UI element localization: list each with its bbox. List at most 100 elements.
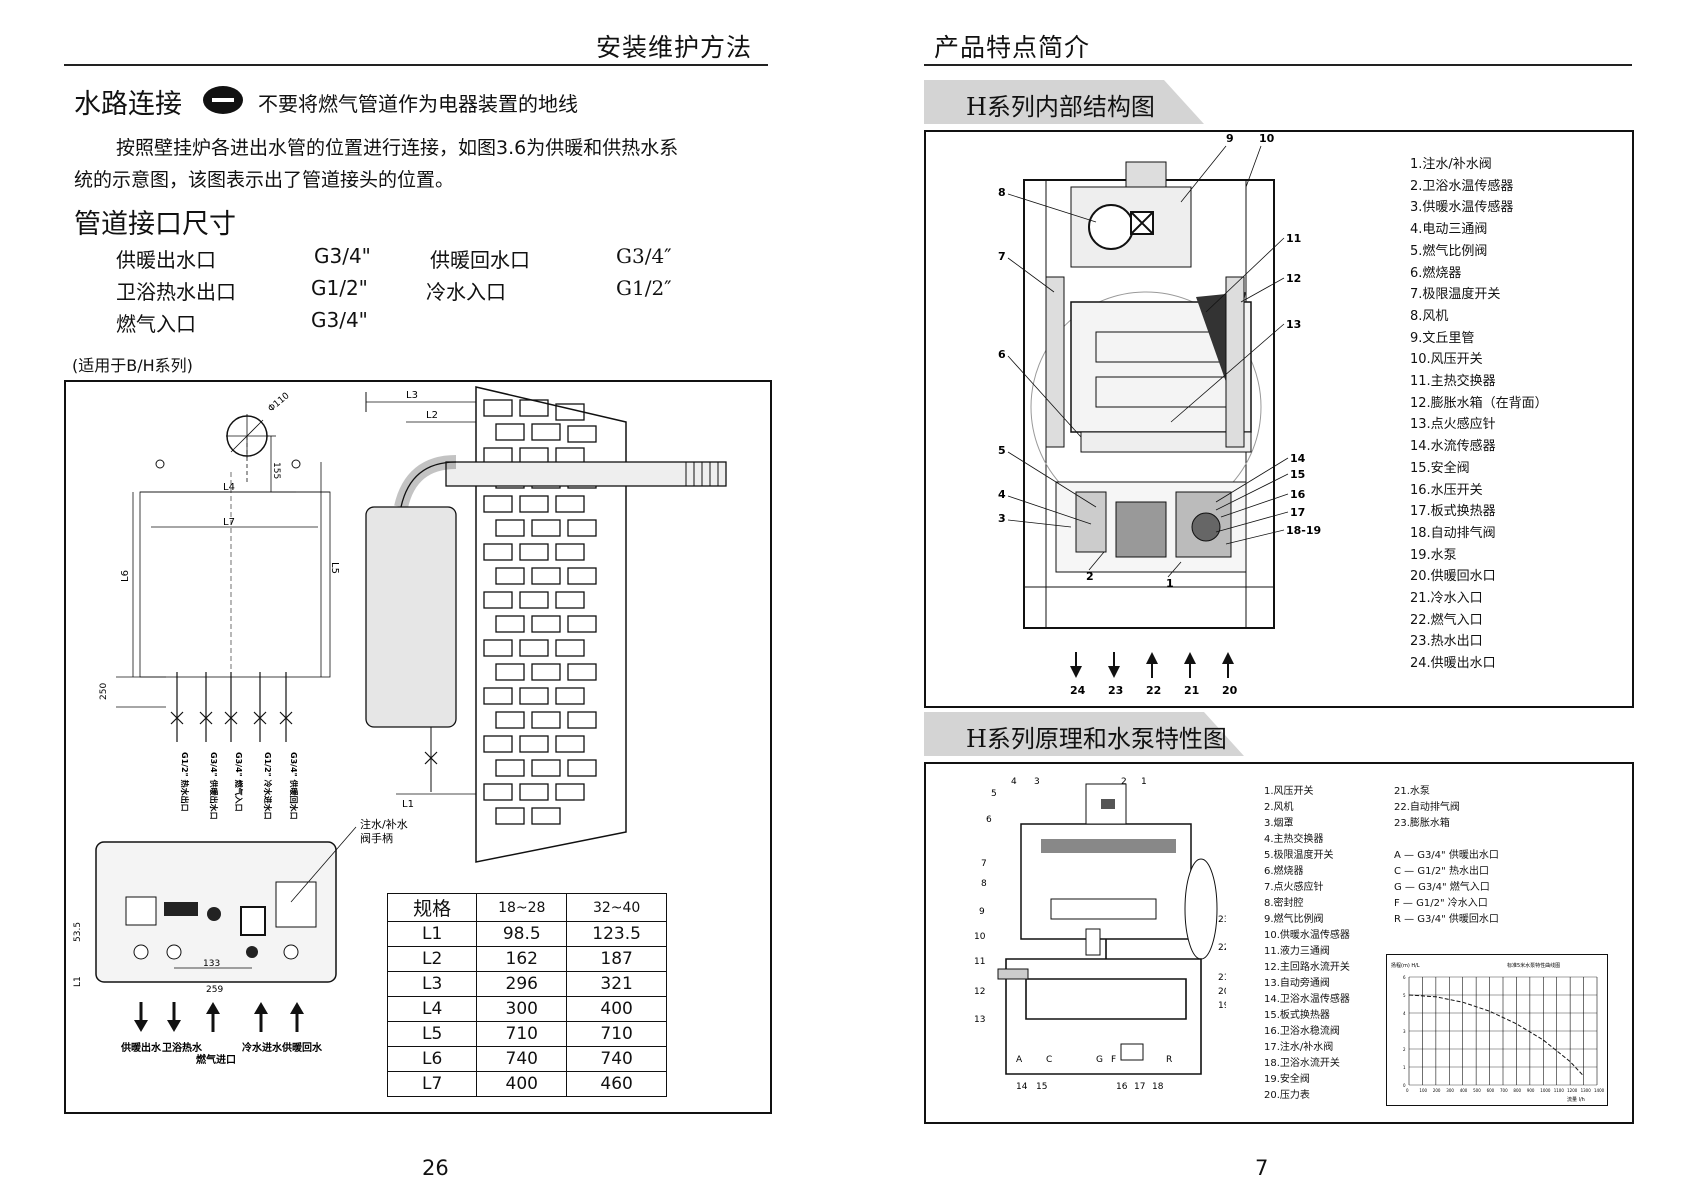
- pipe-size: G3/4": [314, 244, 371, 268]
- structure-title: H系列内部结构图: [966, 93, 1155, 121]
- table-cell: 300: [476, 996, 568, 1022]
- callout-5: 5: [998, 444, 1006, 457]
- p-callout-6: 6: [986, 815, 992, 825]
- legend-item: 5.极限温度开关: [1264, 850, 1334, 861]
- table-cell: 123.5: [566, 921, 667, 947]
- x-tick-label: 800: [1513, 1088, 1521, 1093]
- p-port-G: G: [1096, 1055, 1103, 1065]
- legend-item: 22.自动排气阀: [1394, 802, 1460, 813]
- p-callout-4: 4: [1011, 777, 1017, 787]
- table-cell: 98.5: [476, 921, 568, 947]
- x-tick-label: 100: [1419, 1088, 1427, 1093]
- label-L1-bottom: L1: [73, 976, 83, 987]
- table-cell: 162: [476, 946, 568, 972]
- table-cell: 740: [566, 1046, 667, 1072]
- legend-item: 3.供暖水温传感器: [1410, 200, 1514, 216]
- p-callout-2: 2: [1121, 777, 1127, 787]
- x-tick-label: 1100: [1554, 1088, 1565, 1093]
- legend-item: 12.主回路水流开关: [1264, 962, 1350, 973]
- y-tick-label: 2: [1403, 1047, 1406, 1052]
- principle-drawing: 5 4 3 2 1 6 7 8 9 10 11 12 13 23 22 21 2…: [974, 777, 1226, 1092]
- legend-item: 1.注水/补水阀: [1410, 157, 1492, 172]
- structure-diagram-box: 9 10 8 11 12 7 13 6 5 4 3 14 15 16 17 18…: [924, 130, 1634, 708]
- structure-drawing: 9 10 8 11 12 7 13 6 5 4 3 14 15 16 17 18…: [998, 132, 1321, 697]
- brick-wall: [475, 386, 627, 863]
- p-callout-10: 10: [974, 932, 986, 942]
- label-L4: L4: [223, 482, 235, 493]
- port-item: F — G1/2" 冷水入口: [1394, 898, 1488, 909]
- legend-item: 24.供暖出水口: [1410, 656, 1496, 672]
- y-tick-label: 3: [1403, 1029, 1406, 1034]
- legend-item: 6.燃烧器: [1410, 265, 1462, 281]
- arrow-label-20: 20: [1222, 684, 1238, 697]
- x-tick-label: 1200: [1567, 1088, 1578, 1093]
- legend-item: 8.风机: [1410, 308, 1449, 324]
- pipe-size: G3/4″: [616, 244, 672, 268]
- p-port-R: R: [1166, 1055, 1172, 1065]
- legend-item: 12.膨胀水箱（在背面）: [1410, 395, 1548, 411]
- vertical-label-5: G3/4" 供暖回水口: [289, 752, 299, 820]
- section-title: 水路连接: [74, 89, 182, 120]
- callout-16: 16: [1290, 488, 1306, 501]
- label-L7: L7: [223, 517, 235, 528]
- principle-title: H系列原理和水泵特性图: [966, 725, 1227, 753]
- bottom-label-5: 供暖回水: [281, 1041, 323, 1054]
- dim-250: 250: [99, 683, 109, 700]
- legend-item: 17.板式换热器: [1410, 504, 1496, 520]
- label-L6: L6: [120, 570, 131, 582]
- left-page-header: 安装维护方法: [596, 33, 753, 62]
- installation-diagram: Φ110 155 L6 L5 L4 L7 250: [64, 380, 772, 1114]
- port-item: R — G3/4" 供暖回水口: [1394, 914, 1499, 925]
- legend-item: 19.安全阀: [1264, 1074, 1310, 1085]
- table-header-cell: 18~28: [476, 893, 568, 922]
- structure-legend: 1.注水/补水阀 2.卫浴水温传感器 3.供暖水温传感器 4.电动三通阀 5.燃…: [1410, 154, 1548, 675]
- table-header-cell: 32~40: [566, 893, 667, 922]
- table-cell: 710: [476, 1021, 568, 1047]
- x-tick-label: 400: [1460, 1088, 1468, 1093]
- legend-item: 22.燃气入口: [1410, 612, 1483, 628]
- right-page-header: 产品特点简介: [934, 33, 1091, 62]
- y-tick-label: 1: [1403, 1065, 1406, 1070]
- y-tick-label: 6: [1403, 975, 1406, 980]
- port-item: C — G1/2" 热水出口: [1394, 866, 1489, 877]
- right-header-rule: [924, 64, 1632, 66]
- legend-item: 10.供暖水温传感器: [1264, 930, 1350, 941]
- legend-item: 5.燃气比例阀: [1410, 243, 1488, 259]
- legend-item: 16.卫浴水稳流阀: [1264, 1026, 1340, 1037]
- arrow-label-24: 24: [1070, 684, 1086, 697]
- table-cell: 187: [566, 946, 667, 972]
- table-cell: 400: [476, 1071, 568, 1097]
- table-cell: L2: [386, 946, 478, 972]
- diameter-label: Φ110: [267, 391, 292, 414]
- installation-drawing: Φ110 155 L6 L5 L4 L7 250: [73, 386, 727, 1066]
- legend-item: 15.安全阀: [1410, 460, 1470, 476]
- table-cell: 710: [566, 1021, 667, 1047]
- p-callout-20: 20: [1218, 987, 1226, 997]
- table-cell: L1: [386, 921, 478, 947]
- vertical-label-4: G1/2" 冷水进水口: [263, 752, 273, 820]
- structure-title-tab: H系列内部结构图: [924, 80, 1204, 124]
- legend-item: 11.液力三通阀: [1264, 946, 1330, 957]
- legend-item: 16.水压开关: [1410, 482, 1483, 498]
- callout-8: 8: [998, 186, 1006, 199]
- p-callout-19: 19: [1218, 1001, 1226, 1011]
- p-callout-12: 12: [974, 987, 985, 997]
- legend-item: 9.燃气比例阀: [1264, 914, 1324, 925]
- legend-item: 7.极限温度开关: [1410, 287, 1501, 303]
- p-callout-18: 18: [1152, 1082, 1164, 1092]
- pipe-size-title: 管道接口尺寸: [74, 209, 236, 240]
- pipe-name: 冷水入口: [426, 280, 506, 304]
- p-callout-9: 9: [979, 907, 985, 917]
- legend-item: 21.水泵: [1394, 786, 1430, 797]
- p-callout-11: 11: [974, 957, 985, 967]
- table-cell: L3: [386, 971, 478, 997]
- label-L1: L1: [402, 799, 414, 810]
- arrow-label-21: 21: [1184, 684, 1199, 697]
- legend-item: 15.板式换热器: [1264, 1010, 1330, 1021]
- p-callout-16: 16: [1116, 1082, 1128, 1092]
- callout-9: 9: [1226, 132, 1234, 145]
- pump-curve-series: [1408, 994, 1584, 1077]
